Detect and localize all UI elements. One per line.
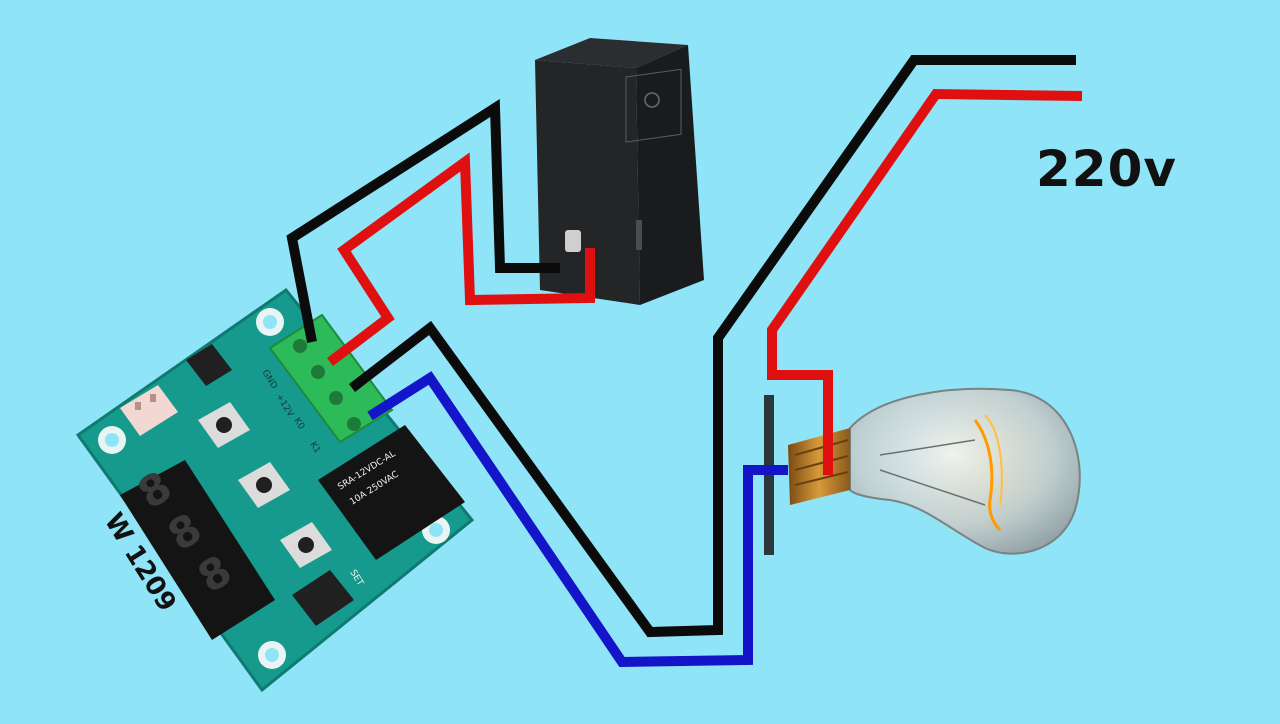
button-minus[interactable]	[280, 522, 332, 568]
wire-black-battery	[286, 99, 560, 343]
light-bulb	[764, 385, 1081, 555]
button-plus[interactable]	[238, 462, 290, 508]
wire-red-mains	[767, 88, 1083, 475]
wire-blue-relay	[367, 371, 788, 668]
sensor-connector	[120, 385, 178, 436]
battery-terminal	[565, 230, 581, 252]
wire-black-relay	[348, 55, 1076, 638]
button-set[interactable]	[198, 402, 250, 448]
voltage-label: 220v	[1036, 140, 1177, 198]
seven-segment-display: 8 8 8	[120, 460, 275, 640]
battery	[535, 38, 704, 305]
mcu-chip	[292, 570, 354, 626]
bulb-base	[788, 428, 850, 505]
w1209-board: 8 8 8 SET SRA-12VDC-AL 10A 250VAC	[75, 287, 475, 693]
wire-red-battery	[326, 152, 595, 366]
